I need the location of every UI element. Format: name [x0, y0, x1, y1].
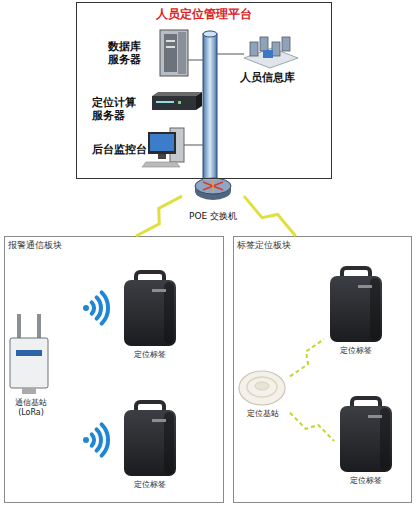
positioning-signal — [290, 413, 334, 441]
platform-box: 人员定位管理平台数据库服务器人员信息库定位计算服务器后台监控台 — [76, 2, 332, 179]
pipe-cap — [203, 31, 217, 37]
database-node: 人员信息库 — [234, 32, 300, 86]
wifi-symbol — [92, 424, 108, 455]
tag-node: 定位标签 — [118, 398, 182, 494]
tag-node: 定位标签 — [118, 266, 182, 362]
node-label: 报警通信板块 — [8, 240, 128, 251]
wireless-bolt — [136, 196, 182, 236]
module-panel: 报警通信板块通信基站 (LoRa)定位标签定位标签 — [4, 236, 224, 503]
tag-device-icon — [124, 272, 176, 346]
node-label: POE 交换机 — [182, 211, 244, 222]
node-label: 定位标签 — [118, 350, 182, 359]
gateway-mount — [22, 388, 36, 394]
switch-top — [195, 178, 231, 194]
server-tower-front — [164, 34, 177, 72]
server-tower-side — [178, 32, 186, 74]
node-label: 定位标签 — [118, 480, 182, 489]
server-tower-icon — [160, 30, 188, 76]
drive-slot — [166, 46, 175, 48]
mini-server-icon — [250, 42, 258, 56]
rack-server-top — [152, 92, 202, 96]
node-label: 后台监控台 — [92, 143, 150, 156]
bus-tap-line — [184, 145, 203, 146]
node-label: 定位标签 — [324, 346, 388, 355]
node-label: 通信基站 (LoRa) — [6, 398, 56, 417]
tag-node: 定位标签 — [324, 264, 388, 358]
rack-server-icon — [152, 96, 196, 110]
rack-light — [156, 101, 174, 103]
drive-slot — [166, 40, 175, 42]
rack-server-side — [196, 92, 202, 110]
mini-server-icon — [260, 37, 268, 51]
monitor-frame — [148, 132, 176, 154]
wifi-symbol — [92, 292, 108, 323]
keyboard-icon — [142, 162, 180, 167]
mini-server-icon — [272, 42, 280, 56]
node-label: 标签定位板块 — [237, 240, 357, 251]
bus-tap-line — [188, 60, 203, 61]
base-station-center — [255, 382, 269, 390]
node-label: 定位计算服务器 — [92, 96, 144, 122]
base-station-ring — [247, 377, 277, 397]
mini-monitor-icon — [263, 50, 273, 58]
tag-device-icon — [340, 398, 392, 472]
gateway-enclosure-icon — [10, 338, 48, 388]
node-label: 定位基站 — [236, 409, 290, 418]
bus-pipe-link — [203, 179, 217, 180]
mini-server-icon — [282, 37, 290, 51]
tag-node: 定位标签 — [334, 394, 398, 488]
monitor-stand — [158, 154, 166, 159]
wifi-dot — [83, 437, 89, 443]
server-node: 定位计算服务器 — [90, 90, 202, 128]
wifi-dot — [83, 305, 89, 311]
gateway-badge — [16, 350, 42, 356]
bus-tap-line — [217, 54, 244, 55]
node-label: 人员信息库 — [234, 71, 300, 84]
rack-light — [178, 101, 181, 104]
tag-device-icon — [124, 402, 176, 476]
console-node: 后台监控台 — [90, 128, 190, 170]
server-node: 数据库服务器 — [106, 28, 192, 78]
node-label: 数据库服务器 — [108, 40, 150, 66]
gateway-node: 通信基站 (LoRa) — [6, 310, 56, 426]
tag-device-icon — [330, 268, 382, 342]
base-station-icon — [239, 371, 285, 405]
node-label: 定位标签 — [334, 476, 398, 485]
base-station-node: 定位基站 — [236, 368, 290, 424]
wireless-bolt — [244, 196, 296, 236]
positioning-signal — [290, 339, 324, 376]
network-bus-pipe — [203, 34, 217, 179]
switch-node: POE 交换机 — [182, 180, 244, 226]
switch-arrow — [212, 180, 213, 192]
monitor-screen — [150, 134, 174, 151]
node-label: 人员定位管理平台 — [76, 7, 332, 21]
module-panel: 标签定位板块定位标签定位基站定位标签 — [233, 236, 412, 503]
